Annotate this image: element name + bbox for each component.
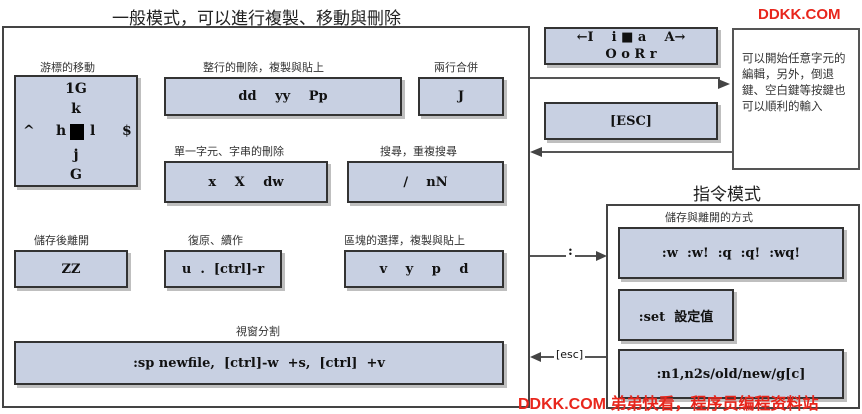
key-G: G — [70, 167, 82, 183]
split-window-label: 視窗分割 — [236, 325, 280, 338]
key-1G: 1G — [65, 81, 87, 97]
normal-mode-title: 一般模式，可以進行複製、移動與刪除 — [112, 9, 401, 29]
key-l: l — [90, 123, 96, 139]
cursor-block-icon — [70, 124, 84, 140]
insert-mode-description-text: 可以開始任意字元的編輯，另外，倒退鍵、空白鍵等按鍵也可以順利的輸入 — [742, 51, 846, 113]
arrow-to-insert-head — [718, 79, 730, 89]
cursor-move-box: 1G k ^ h l $ j G — [14, 75, 138, 187]
line-ops-box: dd yy Pp — [164, 77, 402, 116]
command-subst-box: :n1,n2s/old/new/g[c] — [618, 349, 844, 399]
block-select-box: v y p d — [344, 250, 504, 288]
join-box: J — [418, 77, 504, 116]
insert-keys-row1: ←I i ■ a A→ — [576, 30, 686, 45]
watermark-bottom: DDKK.COM 弟弟快看，程序员编程资料站 — [518, 396, 819, 413]
key-h: h — [56, 123, 67, 139]
command-set-box: :set 設定值 — [618, 289, 734, 341]
arrow-from-insert-line — [540, 151, 732, 153]
char-delete-label: 單一字元、字串的刪除 — [174, 145, 284, 158]
key-j: j — [73, 147, 79, 163]
key-dollar: $ — [122, 123, 132, 139]
insert-keys-box: ←I i ■ a A→ O o R r — [544, 27, 718, 65]
line-ops-label: 整行的刪除，複製與貼上 — [203, 61, 324, 74]
command-mode-title: 指令模式 — [693, 185, 761, 205]
esc-arrow-label: [esc] — [554, 348, 586, 361]
split-window-box: :sp newfile, [ctrl]-w +s, [ctrl] +v — [14, 341, 504, 385]
undo-redo-label: 復原、續作 — [188, 234, 243, 247]
char-delete-box: x X dw — [164, 161, 328, 203]
save-quit-box: ZZ — [14, 250, 128, 288]
command-save-label: 儲存與離開的方式 — [665, 211, 753, 224]
insert-mode-description: 可以開始任意字元的編輯，另外，倒退鍵、空白鍵等按鍵也可以順利的輸入 — [732, 28, 860, 170]
watermark-top: DDKK.COM — [758, 6, 841, 23]
insert-keys-row2: O o R r — [605, 47, 657, 62]
block-select-label: 區塊的選擇，複製與貼上 — [344, 234, 465, 247]
join-label: 兩行合併 — [434, 61, 478, 74]
command-save-box: :w :w! :q :q! :wq! — [618, 227, 844, 279]
arrow-to-insert-line-h — [530, 77, 720, 79]
colon-label: : — [566, 244, 575, 259]
key-caret: ^ — [23, 123, 35, 139]
esc-key-box: [ESC] — [544, 102, 718, 140]
save-quit-label: 儲存後離開 — [34, 234, 89, 247]
arrow-to-command-head — [596, 251, 607, 261]
cursor-move-label: 游標的移動 — [40, 61, 95, 74]
key-k: k — [71, 101, 81, 117]
arrow-from-command-head — [530, 352, 541, 362]
search-box: / nN — [347, 161, 504, 203]
search-label: 搜尋，重複搜尋 — [380, 145, 457, 158]
arrow-from-insert-head — [530, 147, 542, 157]
undo-redo-box: u . [ctrl]-r — [164, 250, 282, 288]
arrow-to-command-line — [530, 255, 596, 257]
